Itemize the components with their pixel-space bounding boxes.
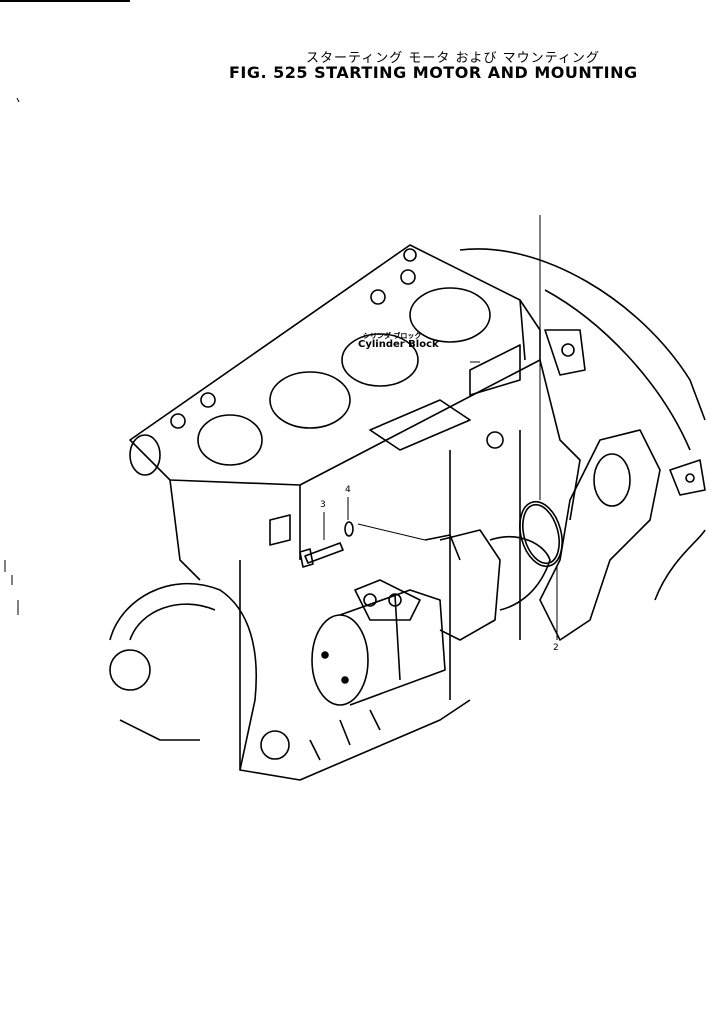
top-rule bbox=[0, 0, 130, 2]
gear-case bbox=[109, 582, 258, 771]
leader-lines bbox=[323, 215, 558, 640]
cylinder-block-label: Cylinder Block bbox=[358, 339, 439, 350]
cylinder-block bbox=[129, 244, 581, 781]
part-number-4: 4 bbox=[345, 485, 351, 495]
o-ring-inner bbox=[522, 503, 560, 565]
starting-motor bbox=[311, 529, 551, 706]
figure-title: FIG. 525 STARTING MOTOR AND MOUNTING bbox=[229, 63, 638, 82]
lock-washer bbox=[344, 521, 354, 537]
scan-marks bbox=[4, 97, 20, 615]
part-number-2: 2 bbox=[553, 643, 559, 653]
bolt bbox=[299, 542, 344, 568]
o-ring bbox=[519, 500, 563, 568]
cylinder-block-label-jp: シリンダ ブロック bbox=[363, 332, 422, 340]
flywheel-housing bbox=[459, 248, 706, 641]
part-number-3: 3 bbox=[320, 500, 326, 510]
title-japanese: スターティング モータ および マウンティング bbox=[306, 51, 600, 66]
